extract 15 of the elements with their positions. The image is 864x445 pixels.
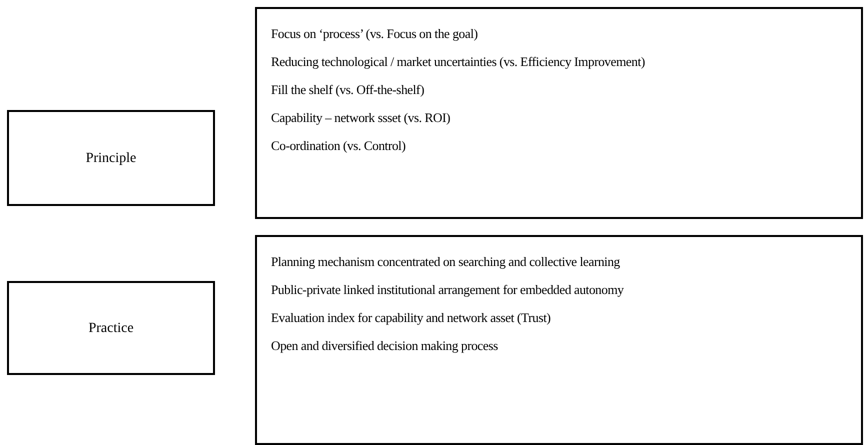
- list-item: Reducing technological / market uncertainties (vs. Efficiency Improvement): [271, 54, 646, 70]
- list-item: Evaluation index for capability and network asset (Trust): [271, 310, 552, 326]
- list-item: Focus on ‘process’ (vs. Focus on the goal): [271, 26, 479, 42]
- list-item: Co-ordination (vs. Control): [271, 138, 407, 154]
- category-box: [7, 110, 215, 206]
- list-box: [255, 235, 863, 445]
- list-item: Fill the shelf (vs. Off-the-shelf): [271, 82, 426, 98]
- list-item: Open and diversified decision making process: [271, 338, 499, 354]
- list-item: Public-private linked institutional arrangement for embedded autonomy: [271, 282, 625, 298]
- category-label: Practice: [88, 320, 134, 338]
- category-label: Principle: [86, 150, 136, 168]
- category-box: [7, 281, 215, 375]
- list-item: Capability – network ssset (vs. ROI): [271, 110, 452, 126]
- list-item: Planning mechanism concentrated on searching and collective learning: [271, 254, 621, 270]
- list-box: [255, 7, 863, 219]
